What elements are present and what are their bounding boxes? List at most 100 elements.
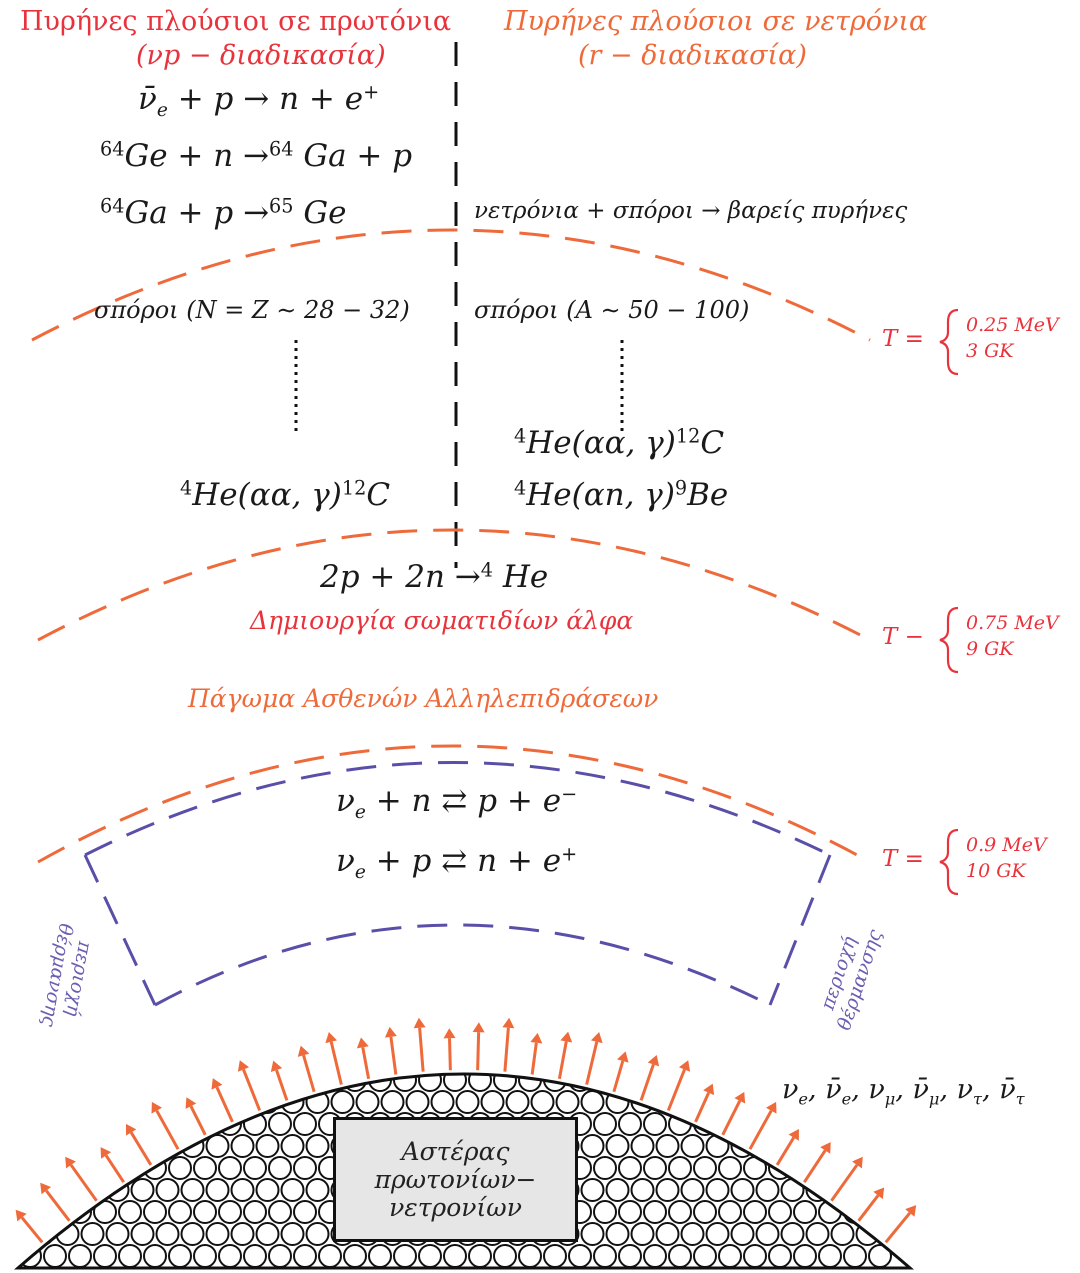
nucleon-bubble	[57, 1091, 79, 1113]
nucleon-bubble	[869, 1113, 891, 1135]
nucleon-bubble	[244, 1201, 266, 1223]
nucleon-bubble	[882, 1179, 904, 1201]
nucleon-bubble	[294, 1245, 316, 1267]
nucleon-bubble	[244, 1245, 266, 1267]
nucleon-bubble	[657, 1135, 679, 1157]
nucleon-bubble	[107, 1223, 129, 1245]
nucleon-bubble	[419, 1069, 441, 1091]
neutrino-arrow-head	[385, 1027, 397, 1038]
nucleon-bubble	[207, 1223, 229, 1245]
nucleon-bubble	[844, 1113, 866, 1135]
nucleon-bubble	[669, 1157, 691, 1179]
nucleon-bubble	[657, 1047, 679, 1069]
nucleon-bubble	[482, 1047, 504, 1069]
nucleon-bubble	[307, 1179, 329, 1201]
nucleon-bubble	[682, 1179, 704, 1201]
neutrino-arrow-shaft	[304, 1055, 315, 1091]
nucleon-bubble	[282, 1223, 304, 1245]
nucleon-bubble	[44, 1157, 66, 1179]
nucleon-bubble	[82, 1091, 104, 1113]
nucleon-bubble	[557, 1047, 579, 1069]
neutrino-arrow-shaft	[420, 1028, 423, 1072]
nucleon-bubble	[594, 1157, 616, 1179]
nucleon-bubble	[707, 1047, 729, 1069]
nucleon-bubble	[544, 1245, 566, 1267]
nucleon-bubble	[194, 1245, 216, 1267]
nucleon-bubble	[157, 1223, 179, 1245]
neutrino-arrow-head	[617, 1051, 629, 1062]
nucleon-bubble	[82, 1047, 104, 1069]
nucleon-bubble	[507, 1047, 529, 1069]
nucleon-bubble	[182, 1223, 204, 1245]
nucleon-bubble	[257, 1179, 279, 1201]
nucleon-bubble	[307, 1135, 329, 1157]
neutrino-arrow-shaft	[331, 1042, 341, 1085]
temperature-brace-2	[940, 608, 958, 672]
nucleon-bubble	[444, 1069, 466, 1091]
nucleon-bubble	[119, 1157, 141, 1179]
nucleon-bubble	[19, 1069, 41, 1091]
nucleon-bubble	[257, 1135, 279, 1157]
nucleon-bubble	[394, 1245, 416, 1267]
nucleon-bubble	[732, 1047, 754, 1069]
nucleon-bubble	[782, 1047, 804, 1069]
nucleon-bubble	[132, 1091, 154, 1113]
nucleon-bubble	[357, 1091, 379, 1113]
nucleon-bubble	[557, 1091, 579, 1113]
nucleon-bubble	[844, 1245, 866, 1267]
nucleon-bubble	[682, 1223, 704, 1245]
nucleon-bubble	[744, 1069, 766, 1091]
nucleon-bubble	[507, 1091, 529, 1113]
nucleon-bubble	[57, 1135, 79, 1157]
nucleon-bubble	[707, 1179, 729, 1201]
nucleon-bubble	[144, 1069, 166, 1091]
nucleon-bubble	[307, 1047, 329, 1069]
neutrino-arrow-shaft	[191, 1106, 205, 1135]
nucleon-bubble	[619, 1113, 641, 1135]
proton-triple-alpha-reaction: 4He(αα, γ)12C	[180, 480, 390, 511]
nucleon-bubble	[794, 1245, 816, 1267]
nucleon-bubble	[694, 1157, 716, 1179]
nucleon-bubble	[669, 1201, 691, 1223]
nucleon-bubble	[819, 1113, 841, 1135]
nucleon-bubble	[282, 1179, 304, 1201]
nucleon-bubble	[94, 1245, 116, 1267]
proton-rich-subtitle: (νp − διαδικασία)	[136, 42, 386, 69]
nucleon-bubble	[32, 1047, 54, 1069]
weak-freezeout-label: Πάγωμα Ασθενών Αλληλεπιδράσεων	[188, 686, 658, 711]
nucleon-bubble	[832, 1135, 854, 1157]
nucleon-bubble	[444, 1245, 466, 1267]
temperature-label-2: T −	[882, 626, 924, 649]
nucleon-bubble	[769, 1113, 791, 1135]
neutrino-arrow-shaft	[668, 1070, 684, 1111]
nucleon-bubble	[857, 1047, 879, 1069]
temperature-brace-3	[940, 830, 958, 894]
nucleon-bubble	[607, 1179, 629, 1201]
neutrino-arrow-shaft	[505, 1028, 508, 1072]
nucleon-bubble	[657, 1223, 679, 1245]
nucleon-bubble	[819, 1157, 841, 1179]
neutrino-arrow-shaft	[391, 1037, 396, 1075]
neutrino-arrow-shaft	[157, 1111, 178, 1149]
nucleon-bubble	[119, 1245, 141, 1267]
nucleon-bubble	[182, 1047, 204, 1069]
nucleon-bubble	[307, 1223, 329, 1245]
alpha-formation-reaction: 2p + 2n →4 He	[320, 562, 548, 593]
nucleon-bubble	[32, 1091, 54, 1113]
heating-region-bottom-arc	[155, 925, 770, 1005]
nucleon-bubble	[607, 1135, 629, 1157]
nucleon-bubble	[82, 1223, 104, 1245]
neutrino-arrow-head	[414, 1018, 426, 1028]
nucleon-bubble	[594, 1245, 616, 1267]
germanium-neutron-reaction: 64Ge + n →64 Ga + p	[100, 141, 412, 172]
neutrino-arrow-shaft	[777, 1138, 794, 1165]
nucleon-bubble	[694, 1201, 716, 1223]
nucleon-bubble	[719, 1157, 741, 1179]
nucleon-bubble	[757, 1135, 779, 1157]
nucleon-bubble	[469, 1245, 491, 1267]
nucleon-bubble	[319, 1245, 341, 1267]
nucleon-bubble	[32, 1135, 54, 1157]
neutron-rich-title: Πυρήνες πλούσιοι σε νετρόνια	[504, 8, 927, 35]
nucleon-bubble	[107, 1047, 129, 1069]
